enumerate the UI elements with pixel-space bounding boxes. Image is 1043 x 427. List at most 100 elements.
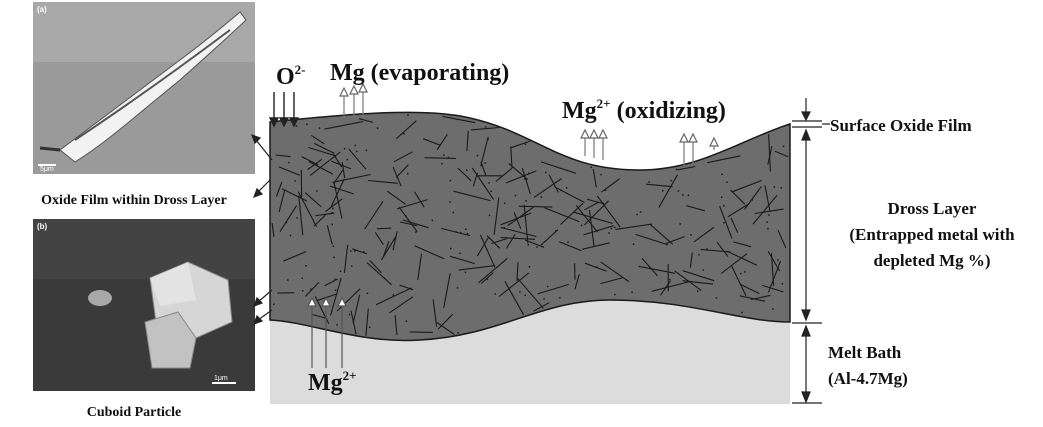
oxide-speck xyxy=(340,271,342,273)
oxide-speck xyxy=(367,293,369,295)
oxide-speck xyxy=(723,205,725,207)
mg-evaporating-label: Mg (evaporating) xyxy=(330,60,509,86)
oxide-speck xyxy=(536,246,538,248)
oxide-speck xyxy=(296,217,298,219)
oxide-speck xyxy=(545,172,547,174)
oxide-speck xyxy=(459,253,461,255)
oxide-speck xyxy=(453,212,455,214)
oxide-speck xyxy=(405,216,407,218)
oxide-speck xyxy=(782,283,784,285)
oxide-speck xyxy=(403,133,405,135)
oxide-speck xyxy=(591,167,593,169)
oxide-speck xyxy=(455,231,457,233)
oxide-speck xyxy=(721,174,723,176)
oxide-speck xyxy=(316,190,318,192)
oxide-speck xyxy=(525,200,527,202)
oxide-speck xyxy=(332,208,334,210)
oxide-speck xyxy=(443,154,445,156)
oxide-speck xyxy=(305,265,307,267)
oxide-speck xyxy=(777,259,779,261)
oxide-speck xyxy=(740,273,742,275)
oxide-speck xyxy=(524,178,526,180)
oxide-speck xyxy=(495,293,497,295)
oxide-speck xyxy=(306,124,308,126)
oxide-speck xyxy=(302,278,304,280)
oxide-speck xyxy=(333,246,335,248)
oxide-speck xyxy=(602,202,604,204)
oxide-speck xyxy=(547,286,549,288)
oxide-speck xyxy=(669,279,671,281)
oxide-speck xyxy=(515,195,517,197)
oxide-speck xyxy=(415,231,417,233)
oxide-speck xyxy=(631,292,633,294)
oxide-speck xyxy=(349,314,351,316)
oxide-speck xyxy=(721,197,723,199)
oxide-speck xyxy=(524,176,526,178)
oxide-speck xyxy=(504,227,506,229)
oxide-speck xyxy=(781,187,783,189)
oxide-speck xyxy=(744,271,746,273)
oxide-speck xyxy=(449,201,451,203)
oxide-speck xyxy=(450,248,452,250)
oxide-speck xyxy=(333,257,335,259)
oxide-speck xyxy=(706,248,708,250)
oxide-speck xyxy=(519,291,521,293)
oxide-speck xyxy=(450,180,452,182)
oxide-speck xyxy=(560,190,562,192)
panel-tag-a: (a) xyxy=(37,5,47,14)
oxide-speck xyxy=(559,297,561,299)
grain-boundary xyxy=(410,332,433,333)
oxide-speck xyxy=(670,180,672,182)
oxide-speck xyxy=(363,251,365,253)
oxide-speck xyxy=(334,279,336,281)
oxide-speck xyxy=(354,250,356,252)
oxide-speck xyxy=(690,234,692,236)
oxide-speck xyxy=(767,228,769,230)
oxide-speck xyxy=(752,199,754,201)
dross-layer-label-1: Dross Layer xyxy=(888,199,977,218)
oxide-speck xyxy=(287,279,289,281)
o2-arrows xyxy=(270,92,298,126)
oxide-speck xyxy=(528,173,530,175)
oxide-speck xyxy=(555,230,557,232)
oxide-speck xyxy=(393,294,395,296)
oxide-speck xyxy=(566,187,568,189)
oxide-speck xyxy=(600,174,602,176)
o2-label: O2- xyxy=(276,62,306,90)
mg-oxidizing-label: Mg2+(oxidizing) xyxy=(562,96,726,124)
oxide-speck xyxy=(354,145,356,147)
oxide-speck xyxy=(344,148,346,150)
scale-label-b: 1μm xyxy=(214,375,228,382)
oxide-speck xyxy=(703,269,705,271)
oxide-speck xyxy=(448,157,450,159)
oxide-speck xyxy=(369,327,371,329)
dross-layer-label-3: depleted Mg %) xyxy=(873,251,990,270)
grain-boundary xyxy=(425,158,457,159)
oxide-speck xyxy=(723,222,725,224)
oxide-speck xyxy=(432,220,434,222)
oxide-speck xyxy=(662,190,664,192)
oxide-speck xyxy=(611,228,613,230)
grain-boundary xyxy=(377,228,391,229)
oxide-speck xyxy=(366,150,368,152)
oxide-speck xyxy=(336,324,338,326)
oxide-speck xyxy=(766,221,768,223)
oxide-speck xyxy=(596,267,598,269)
caption-oxide-film: Oxide Film within Dross Layer xyxy=(41,193,227,208)
oxide-speck xyxy=(310,288,312,290)
oxide-speck xyxy=(525,144,527,146)
melt-bath-label-1: Melt Bath xyxy=(828,343,902,362)
oxide-speck xyxy=(614,294,616,296)
oxide-speck xyxy=(477,155,479,157)
oxide-speck xyxy=(489,215,491,217)
oxide-speck xyxy=(679,223,681,225)
oxide-speck xyxy=(335,290,337,292)
oxide-speck xyxy=(614,227,616,229)
oxide-speck xyxy=(302,290,304,292)
oxide-speck xyxy=(490,191,492,193)
oxide-speck xyxy=(294,180,296,182)
oxide-speck xyxy=(608,232,610,234)
oxide-speck xyxy=(676,169,678,171)
oxide-speck xyxy=(528,244,530,246)
